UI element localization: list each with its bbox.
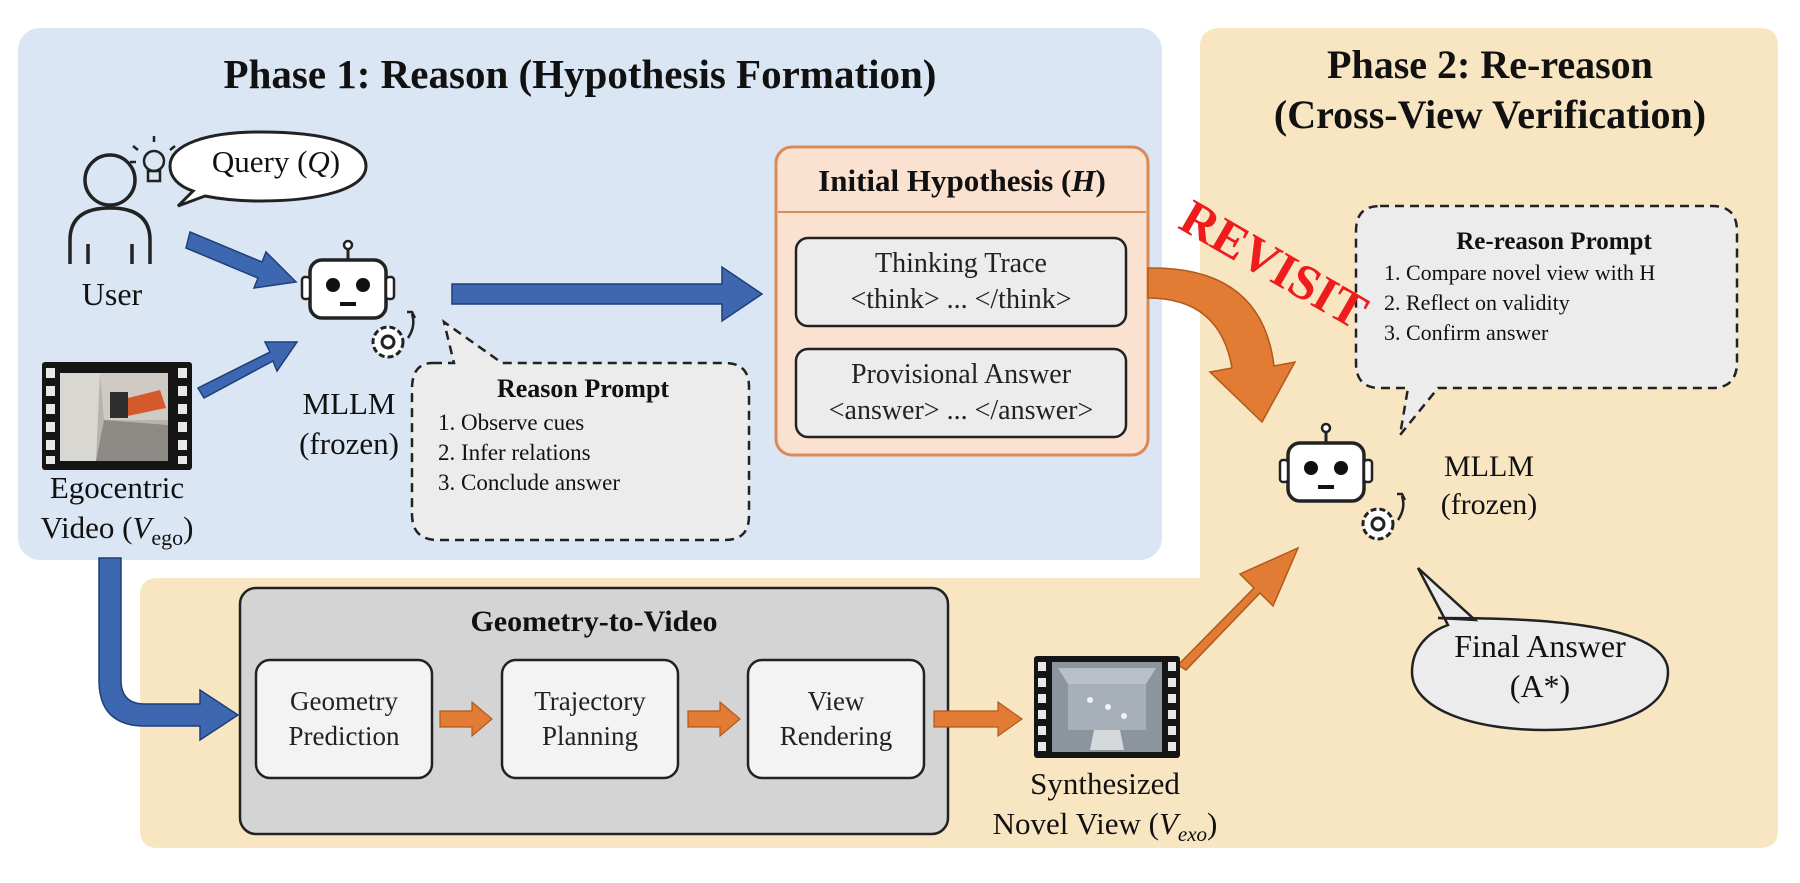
blue-arrows — [98, 230, 764, 742]
hypothesis-title-text: Initial Hypothesis ( — [818, 163, 1072, 198]
thinking-trace: Thinking Trace <think> ... </think> — [796, 246, 1126, 318]
rereason-prompt-item: 2. Reflect on validity — [1384, 290, 1570, 315]
phase1-title: Phase 1: Reason (Hypothesis Formation) — [223, 51, 937, 97]
revisit-arrow — [1147, 267, 1297, 424]
provisional-answer-label: Provisional Answer — [850, 359, 1072, 390]
geometry-step-2: Trajectory Planning — [502, 660, 678, 778]
novel-view-close: ) — [1207, 806, 1218, 841]
rereason-prompt-item: 3. Confirm answer — [1384, 320, 1549, 345]
geometry-step-1-line2: Prediction — [288, 721, 400, 751]
arrow-video-to-geometry — [98, 557, 240, 742]
egocentric-video-thumbnail — [42, 362, 192, 470]
geometry-step-box-1 — [254, 658, 434, 780]
orange-step-arrows — [439, 546, 1300, 738]
novel-view-symbol: V — [1158, 806, 1178, 841]
final-answer: Final Answer (A*) — [1420, 626, 1660, 706]
final-answer-bubble — [1410, 567, 1670, 732]
provisional-answer-box — [794, 347, 1128, 439]
mllm-label-line1: MLLM — [302, 386, 396, 421]
query-label-close: ) — [329, 144, 341, 179]
mllm-label-line2: (frozen) — [299, 426, 399, 461]
geometry-step-1: Geometry Prediction — [256, 660, 432, 778]
query-bubble — [168, 130, 368, 208]
arrow-step-2-to-3 — [687, 700, 741, 738]
user-icon — [68, 153, 152, 264]
mllm-label: MLLM (frozen) — [284, 384, 414, 464]
geometry-step-2-line1: Trajectory — [534, 686, 646, 716]
novel-view-subscript: exo — [1177, 822, 1208, 847]
reason-prompt-item: 2. Infer relations — [438, 440, 591, 465]
geometry-step-1-line1: Geometry — [290, 686, 398, 716]
rereason-prompt-item: 1. Compare novel view with H — [1384, 260, 1656, 285]
thinking-trace-tags: <think> ... </think> — [850, 284, 1072, 315]
phase2-title-line2: (Cross-View Verification) — [1273, 92, 1707, 137]
final-answer-line2: (A*) — [1509, 668, 1571, 704]
geometry-step-3-line1: View — [807, 686, 865, 716]
arrow-step-1-to-2 — [439, 700, 493, 738]
video-label-close: ) — [183, 510, 194, 545]
hypothesis-title: Initial Hypothesis (H) — [778, 158, 1146, 204]
reason-prompt-title: Reason Prompt — [496, 374, 670, 403]
geometry-step-box-2 — [500, 658, 680, 780]
novel-view-label: Synthesized Novel View (Vexo) — [950, 764, 1260, 854]
geometry-step-box-3 — [746, 658, 926, 780]
hypothesis-symbol: H — [1071, 163, 1096, 198]
query-label: Query (Q) — [196, 142, 356, 182]
gear-icon-2 — [1361, 492, 1407, 541]
novel-view-thumbnail — [1034, 656, 1180, 758]
phase2-title-line1: Phase 2: Re-reason — [1327, 42, 1653, 87]
arrow-view-to-mllm — [1176, 546, 1300, 671]
thinking-trace-label: Thinking Trace — [875, 248, 1047, 279]
egocentric-video-label: Egocentric Video (Vego) — [22, 468, 212, 558]
rereason-prompt: Re-reason Prompt 1. Compare novel view w… — [1384, 228, 1724, 348]
provisional-answer-tags: <answer> ... </answer> — [828, 395, 1094, 426]
geometry-step-2-line2: Planning — [541, 721, 638, 751]
reason-prompt-item: 3. Conclude answer — [438, 470, 621, 495]
video-subscript: ego — [151, 525, 184, 551]
rereason-prompt-list: 1. Compare novel view with H 2. Reflect … — [1384, 258, 1724, 348]
arrow-render-to-view — [933, 700, 1024, 738]
rereason-prompt-bubble — [1354, 204, 1739, 440]
mllm-label-2-line1: MLLM — [1444, 450, 1534, 483]
mllm-label-2: MLLM (frozen) — [1424, 448, 1554, 524]
novel-view-line1: Synthesized — [1030, 766, 1180, 801]
query-label-text: Query ( — [211, 144, 308, 179]
user-label: User — [81, 276, 143, 312]
query-symbol: Q — [307, 144, 330, 179]
video-label-line2: Video (Vego) — [22, 508, 212, 558]
gear-icon — [371, 310, 417, 359]
reason-prompt-list: 1. Observe cues 2. Infer relations 3. Co… — [438, 408, 728, 498]
provisional-answer: Provisional Answer <answer> ... </answer… — [796, 357, 1126, 429]
video-symbol: V — [132, 510, 152, 545]
hypothesis-title-close: ) — [1095, 163, 1106, 198]
phase2-title: Phase 2: Re-reason (Cross-View Verificat… — [1230, 40, 1750, 140]
novel-view-line2: Novel View (Vexo) — [950, 804, 1260, 854]
arrow-user-to-mllm — [185, 230, 298, 289]
reason-prompt: Reason Prompt 1. Observe cues 2. Infer r… — [438, 374, 728, 498]
reason-prompt-bubble — [410, 319, 751, 542]
video-label-line1: Egocentric — [49, 470, 185, 505]
geometry-step-3: View Rendering — [748, 660, 924, 778]
geometry-step-3-line2: Rendering — [779, 721, 893, 751]
mllm-label-2-line2: (frozen) — [1440, 488, 1538, 521]
arrow-mllm-to-hypothesis — [451, 265, 764, 323]
geometry-title: Geometry-to-Video — [470, 605, 718, 638]
robot-icon — [300, 239, 396, 320]
thinking-trace-box — [794, 236, 1128, 328]
final-answer-line1: Final Answer — [1454, 628, 1626, 664]
arrow-video-to-mllm — [196, 341, 299, 399]
novel-view-prefix: Novel View ( — [992, 806, 1159, 841]
video-label-prefix: Video ( — [40, 510, 133, 545]
reason-prompt-item: 1. Observe cues — [438, 410, 585, 435]
rereason-prompt-title: Re-reason Prompt — [1456, 228, 1652, 255]
robot-icon-2 — [1278, 422, 1374, 503]
